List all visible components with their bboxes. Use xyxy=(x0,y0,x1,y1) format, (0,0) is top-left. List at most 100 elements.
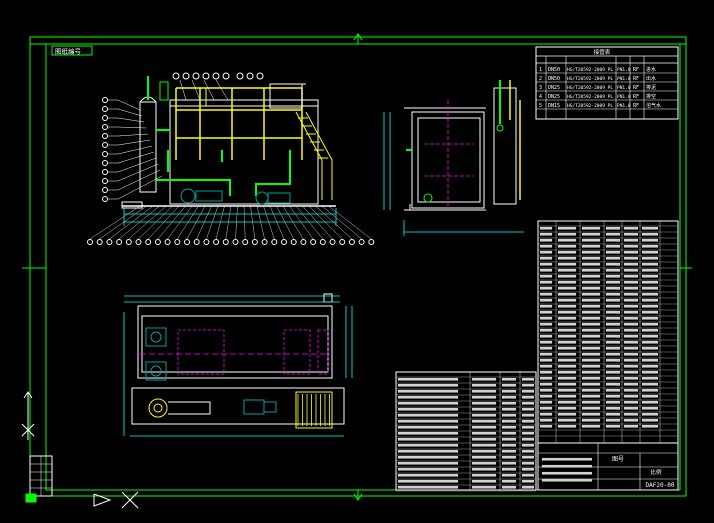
leader xyxy=(235,205,238,240)
parts-text-mark xyxy=(539,406,553,410)
grating xyxy=(295,391,333,429)
parts2-text-mark xyxy=(521,377,535,381)
parts-text-mark xyxy=(623,400,639,404)
parts-text-mark xyxy=(581,292,601,296)
ucs-y-arrow xyxy=(23,391,33,399)
parts2-text-mark xyxy=(521,407,535,411)
parts-text-mark xyxy=(641,250,659,254)
parts2-text-mark xyxy=(521,413,535,417)
inner-wall xyxy=(417,117,481,203)
hidden-compartment-2 xyxy=(283,329,311,375)
parts-frame xyxy=(537,220,679,444)
tank-body xyxy=(169,105,319,205)
parts-text-mark xyxy=(623,328,639,332)
parts-text-mark xyxy=(539,322,553,326)
parts-text-mark xyxy=(641,310,659,314)
balloon xyxy=(154,239,161,245)
table-header: 接管表 xyxy=(594,48,611,56)
parts2-text-mark xyxy=(501,467,517,471)
front-elevation-view xyxy=(87,72,375,245)
vessel-shell xyxy=(139,101,157,193)
parts-text-mark xyxy=(539,262,553,266)
parts-text-mark xyxy=(539,286,553,290)
parts-text-mark xyxy=(623,256,639,260)
cell-no: 3 xyxy=(539,85,542,91)
parts2-text-mark xyxy=(471,467,497,471)
parts-text-mark xyxy=(539,244,553,248)
parts-text-mark xyxy=(641,340,659,344)
parts-text-mark xyxy=(623,304,639,308)
parts-text-mark xyxy=(557,262,577,266)
leader xyxy=(138,205,173,240)
parts-text-mark xyxy=(539,412,553,416)
vent-valve xyxy=(159,81,169,101)
parts2-text-mark xyxy=(471,479,497,483)
parts-text-mark xyxy=(557,328,577,332)
parts-text-mark xyxy=(557,286,577,290)
balloon xyxy=(164,239,171,245)
parts-text-mark xyxy=(605,376,621,380)
balloon xyxy=(232,239,239,245)
parts-text-mark xyxy=(581,262,601,266)
parts-text-mark xyxy=(641,232,659,236)
leader xyxy=(263,205,275,240)
parts-text-mark xyxy=(581,232,601,236)
parts2-text-mark xyxy=(521,419,535,423)
leader xyxy=(315,205,353,240)
balloon xyxy=(271,239,278,245)
parts-text-mark xyxy=(539,310,553,314)
balloon xyxy=(236,72,244,80)
cell-size: DN25 xyxy=(548,94,560,100)
parts-text-mark xyxy=(605,256,621,260)
motor-1 xyxy=(243,399,265,415)
scale-label: 比例 xyxy=(650,468,662,476)
parts2-text-mark xyxy=(501,473,517,477)
plan-tank-outline xyxy=(137,305,333,379)
skid-foot xyxy=(121,201,143,209)
balloon xyxy=(102,106,108,112)
parts2-text-mark xyxy=(471,437,497,441)
parts-text-mark xyxy=(641,292,659,296)
cell-pn: PN1.0 xyxy=(617,76,631,82)
parts2-text-mark xyxy=(501,485,517,489)
parts-text-mark xyxy=(623,406,639,410)
balloon xyxy=(261,239,268,245)
balloon xyxy=(281,239,287,245)
parts2-text-mark xyxy=(397,443,459,447)
parts-text-mark xyxy=(581,358,601,362)
parts2-text-mark xyxy=(397,425,459,429)
balloon xyxy=(135,239,142,245)
parts-text-mark xyxy=(581,274,601,278)
balloon xyxy=(172,72,180,80)
cell-use: 排泥 xyxy=(646,84,656,91)
parts2-text-mark xyxy=(471,455,497,459)
parts-text-mark xyxy=(539,226,553,230)
leader xyxy=(243,205,246,240)
parts-text-mark xyxy=(641,406,659,410)
parts-text-mark xyxy=(581,250,601,254)
balloon xyxy=(145,239,152,245)
leader xyxy=(269,205,285,240)
parts-text-mark xyxy=(557,322,577,326)
parts-text-mark xyxy=(581,346,601,350)
parts-text-mark xyxy=(557,238,577,242)
parts-text-mark xyxy=(605,394,621,398)
parts-text-mark xyxy=(539,238,553,242)
parts-text-mark xyxy=(605,388,621,392)
parts-text-mark xyxy=(539,328,553,332)
parts-text-mark xyxy=(623,262,639,266)
cell-std: HG/T20592-2009 PL xyxy=(567,94,613,100)
cell-no: 4 xyxy=(539,94,542,100)
leader xyxy=(191,79,201,101)
parts2-text-mark xyxy=(471,419,497,423)
parts2-text-mark xyxy=(471,389,497,393)
parts-text-mark xyxy=(539,340,553,344)
leader xyxy=(128,205,167,240)
leader xyxy=(117,133,149,137)
parts2-text-mark xyxy=(501,389,517,393)
parts-text-mark xyxy=(539,352,553,356)
parts-text-mark xyxy=(623,310,639,314)
parts-list-upper xyxy=(537,220,679,444)
parts-text-mark xyxy=(623,340,639,344)
